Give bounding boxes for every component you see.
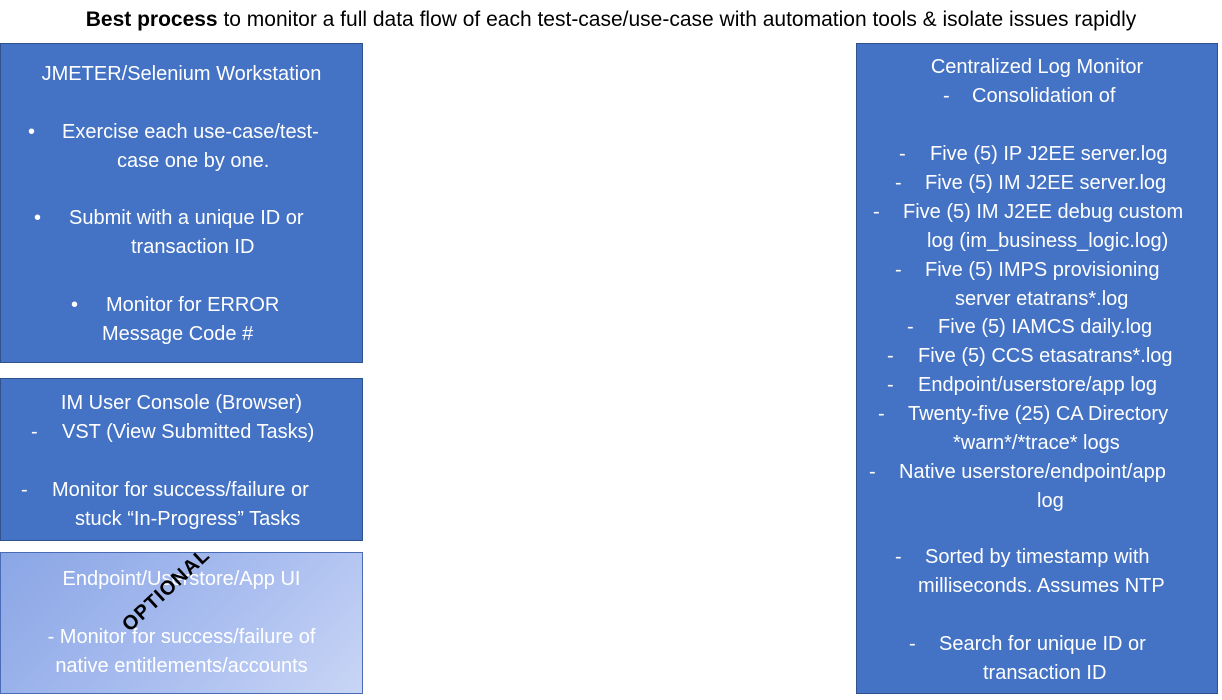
log-monitor-box: Centralized Log Monitor - Consolidation … <box>856 43 1218 694</box>
bullet2-line1: Submit with a unique ID or <box>69 207 304 229</box>
log-item: *warn*/*trace* logs <box>953 432 1120 454</box>
dash-icon: - <box>907 316 914 338</box>
bullet3-line2: Message Code # <box>102 323 254 345</box>
endpoint-ui-box: Endpoint/Userstore/App UI - Monitor for … <box>0 552 363 694</box>
log-item: log <box>1037 490 1064 512</box>
sorted-line2: milliseconds. Assumes NTP <box>918 575 1165 597</box>
sorted-line1: Sorted by timestamp with <box>925 546 1150 568</box>
dash-icon: - <box>878 403 885 425</box>
dash-icon: - <box>895 172 902 194</box>
dash-icon: - <box>869 461 876 483</box>
log-item: Endpoint/userstore/app log <box>918 374 1158 396</box>
bullet-icon: • <box>71 294 79 316</box>
jmeter-workstation-box: JMETER/Selenium Workstation • Exercise e… <box>0 43 363 363</box>
log-item: Five (5) CCS etasatrans*.log <box>918 345 1173 367</box>
consolidation-label: Consolidation of <box>972 85 1116 107</box>
dash-icon: - <box>31 421 38 443</box>
log-item: Five (5) IMPS provisioning <box>925 259 1160 281</box>
bullet1-line2: case one by one. <box>117 150 270 172</box>
console-item2-line1: Monitor for success/failure or <box>52 479 309 501</box>
dash-icon: - <box>873 201 880 223</box>
log-item: Five (5) IM J2EE server.log <box>925 172 1167 194</box>
dash-icon: - <box>887 374 894 396</box>
dash-icon: - <box>943 85 950 107</box>
page-title: Best process to monitor a full data flow… <box>0 8 1222 32</box>
title-bold: Best process <box>85 8 218 31</box>
dash-icon: - <box>899 143 906 165</box>
endpoint-item-line1: - Monitor for success/failure of <box>47 626 316 648</box>
console-heading: IM User Console (Browser) <box>60 392 303 414</box>
log-heading: Centralized Log Monitor <box>930 56 1144 78</box>
dash-icon: - <box>887 345 894 367</box>
endpoint-item-line2: native entitlements/accounts <box>55 655 308 677</box>
log-item: Five (5) IM J2EE debug custom <box>903 201 1184 223</box>
endpoint-heading: Endpoint/Userstore/App UI <box>62 568 301 590</box>
bullet1-line1: Exercise each use-case/test- <box>62 121 319 143</box>
dash-icon: - <box>895 546 902 568</box>
log-item: Twenty-five (25) CA Directory <box>908 403 1169 425</box>
bullet2-line2: transaction ID <box>131 236 255 258</box>
bullet-icon: • <box>28 121 36 143</box>
log-item: Five (5) IP J2EE server.log <box>930 143 1168 165</box>
console-item2-line2: stuck “In-Progress” Tasks <box>75 508 301 530</box>
log-item: Five (5) IAMCS daily.log <box>938 316 1153 338</box>
log-item: Native userstore/endpoint/app <box>899 461 1166 483</box>
console-item1: VST (View Submitted Tasks) <box>62 421 315 443</box>
dash-icon: - <box>895 259 902 281</box>
search-line1: Search for unique ID or <box>939 633 1146 655</box>
dash-icon: - <box>909 633 916 655</box>
jmeter-heading: JMETER/Selenium Workstation <box>41 63 322 85</box>
bullet3-line1: Monitor for ERROR <box>106 294 280 316</box>
title-rest: to monitor a full data flow of each test… <box>217 8 1137 31</box>
user-console-box: IM User Console (Browser) - VST (View Su… <box>0 378 363 541</box>
log-item: log (im_business_logic.log) <box>927 230 1169 252</box>
log-item: server etatrans*.log <box>955 288 1129 310</box>
search-line2: transaction ID <box>983 662 1107 684</box>
bullet-icon: • <box>34 207 42 229</box>
dash-icon: - <box>21 479 28 501</box>
